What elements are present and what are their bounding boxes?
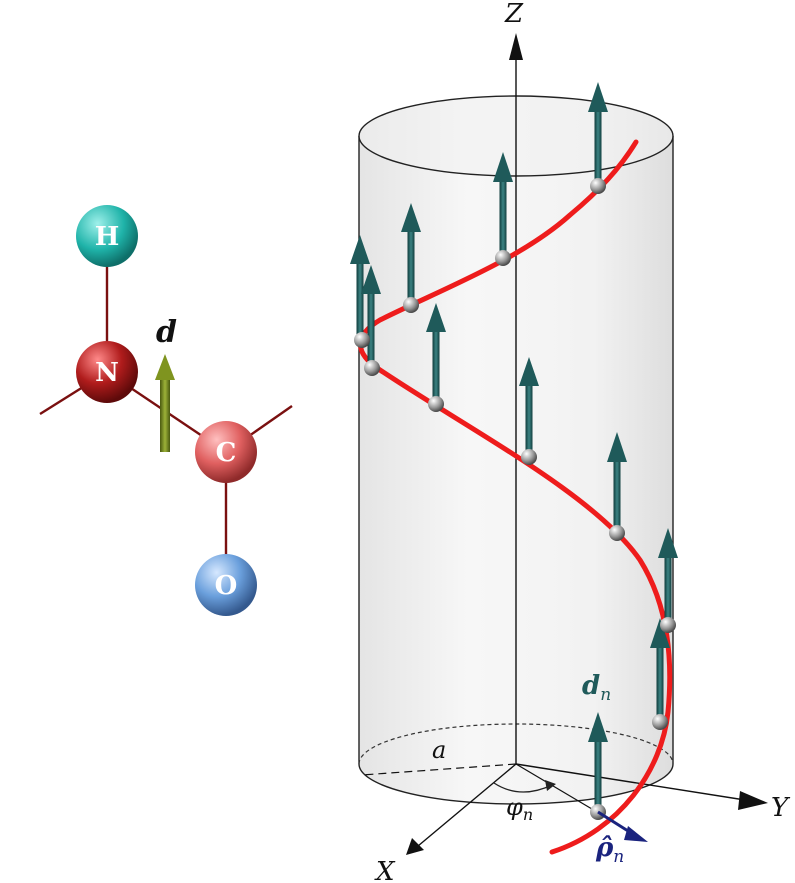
x-axis-label: X bbox=[374, 857, 396, 883]
x-axis bbox=[417, 763, 517, 847]
phi-ray bbox=[515, 763, 598, 813]
atom-n-label: N bbox=[95, 358, 119, 388]
helix-arrow bbox=[361, 265, 381, 368]
atom-o-label: O bbox=[215, 571, 238, 601]
helix-bead bbox=[590, 178, 606, 194]
molecule: d H N C O bbox=[39, 205, 293, 616]
y-axis bbox=[515, 763, 746, 801]
helix-curve bbox=[358, 139, 673, 855]
radial-label: ρ̂n bbox=[595, 833, 624, 867]
atom-h-label: H bbox=[95, 222, 120, 252]
helix-arrow bbox=[658, 528, 678, 626]
dipole-arrow bbox=[155, 354, 175, 452]
cylinder-bottom-front bbox=[358, 763, 674, 805]
helix-bead bbox=[495, 250, 511, 266]
phi-arc-arrowhead bbox=[545, 780, 556, 791]
radius-label: a bbox=[432, 736, 446, 764]
helix-arrow bbox=[650, 618, 670, 722]
helix-bead bbox=[354, 332, 370, 348]
y-axis-label: Y bbox=[771, 793, 791, 823]
helix-arrow bbox=[401, 203, 421, 306]
atom-c: C bbox=[195, 421, 257, 483]
helix-dipole-arrows bbox=[350, 82, 678, 812]
y-axis-arrowhead bbox=[738, 791, 768, 810]
helix-arrow bbox=[493, 152, 513, 260]
atom-n: N bbox=[76, 341, 138, 403]
helix-bead bbox=[609, 525, 625, 541]
helix-bead bbox=[652, 714, 668, 730]
helix-arrow bbox=[588, 82, 608, 188]
helix-bead bbox=[428, 396, 444, 412]
z-axis-arrowhead bbox=[509, 33, 523, 60]
z-axis-label: Z bbox=[504, 0, 524, 29]
atom-c-label: C bbox=[216, 438, 237, 468]
helix-bead bbox=[364, 360, 380, 376]
dipole-label: d bbox=[156, 315, 177, 350]
radial-arrowhead bbox=[624, 826, 648, 842]
x-axis-arrowhead bbox=[406, 838, 424, 855]
atom-o: O bbox=[195, 554, 257, 616]
phi-label: φn bbox=[506, 793, 533, 824]
helix-figure: Z Y X a φn bbox=[350, 0, 791, 883]
helix-bead bbox=[521, 449, 537, 465]
helix-arrow bbox=[426, 303, 446, 404]
atom-h: H bbox=[76, 205, 138, 267]
helix-arrow bbox=[607, 432, 627, 534]
helix-bead bbox=[660, 617, 676, 633]
helix-arrow-dn bbox=[588, 712, 608, 812]
helix-arrow bbox=[519, 357, 539, 458]
helix-bead bbox=[403, 297, 419, 313]
dn-label: dn bbox=[582, 671, 611, 705]
helix-arrow bbox=[350, 235, 370, 340]
